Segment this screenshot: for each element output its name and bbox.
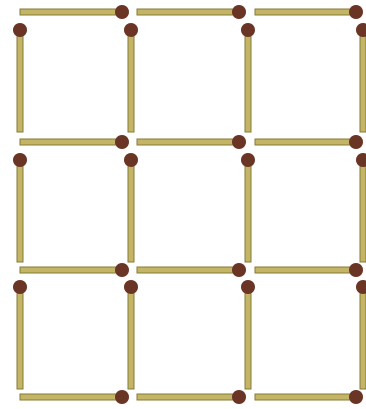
matchstick-head	[115, 390, 129, 404]
matchstick-head	[349, 5, 363, 19]
matchstick-body	[128, 160, 134, 262]
matchstick-body	[17, 287, 23, 389]
matchstick-head	[232, 263, 246, 277]
matchstick-v-2-1	[124, 280, 138, 389]
matchstick-v-1-3	[356, 153, 366, 262]
matchstick-h-1-0	[20, 135, 129, 149]
matchstick-h-0-2	[255, 5, 363, 19]
matchstick-body	[245, 160, 251, 262]
matchstick-v-0-0	[13, 23, 27, 132]
matchstick-v-2-0	[13, 280, 27, 389]
matchstick-body	[360, 30, 366, 132]
matchstick-h-1-1	[137, 135, 246, 149]
matchstick-head	[13, 153, 27, 167]
matchstick-head	[232, 5, 246, 19]
matchstick-body	[20, 267, 118, 273]
matchstick-body	[128, 287, 134, 389]
matchstick-body	[137, 394, 235, 400]
matchstick-head	[13, 23, 27, 37]
matchstick-body	[245, 30, 251, 132]
matchstick-body	[255, 267, 352, 273]
matchstick-body	[137, 267, 235, 273]
matchstick-head	[124, 280, 138, 294]
matchstick-body	[245, 287, 251, 389]
matchstick-grid	[13, 5, 366, 404]
matchstick-h-3-2	[255, 390, 363, 404]
matchstick-body	[20, 394, 118, 400]
matchstick-v-0-1	[124, 23, 138, 132]
matchstick-head	[356, 153, 366, 167]
matchstick-body	[255, 139, 352, 145]
matchstick-head	[124, 153, 138, 167]
matchstick-head	[356, 280, 366, 294]
matchstick-head	[241, 153, 255, 167]
matchstick-head	[232, 390, 246, 404]
matchstick-body	[17, 30, 23, 132]
matchstick-v-1-1	[124, 153, 138, 262]
matchstick-v-2-3	[356, 280, 366, 389]
matchstick-h-2-0	[20, 263, 129, 277]
matchstick-h-3-0	[20, 390, 129, 404]
matchstick-head	[115, 263, 129, 277]
matchstick-head	[356, 23, 366, 37]
matchstick-v-2-2	[241, 280, 255, 389]
matchstick-head	[241, 280, 255, 294]
matchstick-h-1-2	[255, 135, 363, 149]
matchstick-head	[349, 390, 363, 404]
matchstick-body	[128, 30, 134, 132]
matchstick-head	[349, 135, 363, 149]
matchstick-body	[255, 394, 352, 400]
matchstick-v-1-0	[13, 153, 27, 262]
matchstick-body	[20, 9, 118, 15]
matchstick-body	[17, 160, 23, 262]
matchstick-v-1-2	[241, 153, 255, 262]
matchstick-h-3-1	[137, 390, 246, 404]
matchstick-head	[349, 263, 363, 277]
matchstick-h-0-0	[20, 5, 129, 19]
matchstick-body	[137, 139, 235, 145]
matchstick-head	[115, 135, 129, 149]
matchstick-head	[232, 135, 246, 149]
matchstick-v-0-3	[356, 23, 366, 132]
matchstick-body	[255, 9, 352, 15]
matchstick-head	[13, 280, 27, 294]
matchstick-head	[115, 5, 129, 19]
matchstick-head	[241, 23, 255, 37]
matchstick-h-0-1	[137, 5, 246, 19]
matchstick-h-2-2	[255, 263, 363, 277]
matchstick-head	[124, 23, 138, 37]
matchstick-body	[137, 9, 235, 15]
matchstick-v-0-2	[241, 23, 255, 132]
matchstick-body	[360, 287, 366, 389]
matchstick-h-2-1	[137, 263, 246, 277]
matchstick-body	[360, 160, 366, 262]
matchstick-body	[20, 139, 118, 145]
